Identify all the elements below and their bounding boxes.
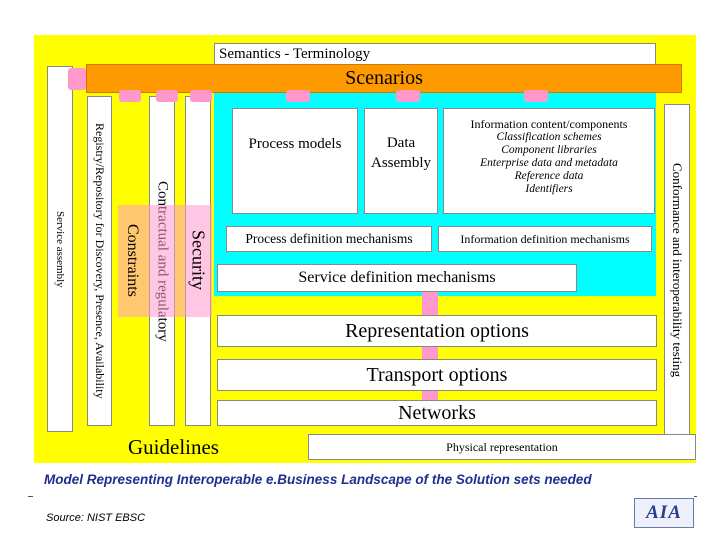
service-assembly-column: Service assembly [47, 66, 73, 432]
divider-left [28, 496, 33, 497]
aia-logo: AIA [634, 498, 694, 528]
info-item-identifiers: Identifiers [525, 183, 573, 195]
aia-logo-text: AIA [646, 502, 682, 523]
figure-caption: Model Representing Interoperable e.Busin… [44, 472, 592, 487]
info-item-component-libraries: Component libraries [501, 144, 597, 156]
info-item-enterprise-data: Enterprise data and metadata [480, 157, 618, 169]
security-text-wrap: Security [184, 212, 212, 308]
info-content-title: Information content/components [470, 117, 628, 131]
process-models-label: Process models [248, 136, 342, 152]
security-label: Security [188, 230, 209, 290]
registry-label: Registry/Repository for Discovery, Prese… [93, 123, 107, 399]
transport-options-label: Transport options [366, 363, 508, 386]
semantics-terminology-label: Semantics - Terminology [219, 45, 371, 62]
process-definition-box: Process definition mechanisms [226, 226, 432, 252]
service-definition-box: Service definition mechanisms [217, 264, 577, 292]
conformance-label: Conformance and interoperability testing [670, 162, 685, 378]
physical-representation-box: Physical representation [308, 434, 696, 460]
guidelines-label: Guidelines [128, 434, 219, 459]
info-item-reference-data: Reference data [514, 170, 584, 182]
divider-right [694, 496, 697, 497]
scenario-connector [190, 90, 212, 102]
networks-label: Networks [398, 401, 476, 424]
scenarios-bar: Scenarios [86, 64, 682, 93]
service-assembly-label: Service assembly [54, 210, 66, 288]
info-definition-label: Information definition mechanisms [460, 231, 630, 246]
scenario-connector [524, 90, 548, 102]
constraints-label: Constraints [124, 223, 141, 297]
service-definition-label: Service definition mechanisms [298, 269, 496, 286]
process-definition-label: Process definition mechanisms [245, 231, 413, 246]
data-assembly-label: Data Assembly [371, 135, 431, 171]
scenario-connector [68, 68, 86, 90]
process-models-box: Process models [232, 108, 358, 214]
scenarios-label: Scenarios [345, 67, 423, 89]
networks-box: Networks [217, 400, 657, 426]
info-content-box: Information content/components Classific… [443, 108, 655, 214]
conformance-column: Conformance and interoperability testing [664, 104, 690, 436]
scenario-connector [119, 90, 141, 102]
info-definition-box: Information definition mechanisms [438, 226, 652, 252]
data-assembly-box: Data Assembly [364, 108, 438, 214]
scenario-connector [396, 90, 420, 102]
scenario-connector [286, 90, 310, 102]
info-item-classification: Classification schemes [496, 131, 602, 143]
registry-column: Registry/Repository for Discovery, Prese… [87, 96, 112, 426]
physical-representation-label: Physical representation [446, 439, 558, 454]
guidelines-text: Guidelines [128, 432, 219, 462]
constraints-text-wrap: Constraints [118, 210, 146, 310]
scenario-connector [156, 90, 178, 102]
semantics-terminology-box: Semantics - Terminology [214, 43, 656, 65]
representation-options-label: Representation options [345, 319, 529, 342]
constraints-band [118, 205, 212, 317]
transport-options-box: Transport options [217, 359, 657, 391]
source-note: Source: NIST EBSC [46, 512, 146, 524]
representation-options-box: Representation options [217, 315, 657, 347]
